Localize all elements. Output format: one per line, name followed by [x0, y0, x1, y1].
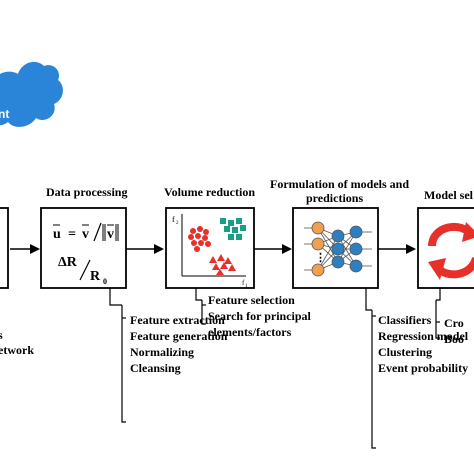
volume-reduction-bracket [201, 300, 206, 325]
data-processing-note-4: Cleansing [130, 361, 181, 375]
model-selection-title: Model sel [424, 188, 474, 202]
data-processing-box [40, 207, 127, 289]
data-processing-connector [109, 288, 122, 306]
volume-reduction-connector [195, 288, 202, 301]
formulation-note-1: Classifiers [378, 313, 432, 327]
teal-cluster [220, 218, 246, 240]
scatter-plot-icon: f 2 f 1 [172, 214, 248, 289]
model-selection-bracket [435, 300, 440, 339]
formulation-bracket [371, 310, 376, 449]
svg-text:f: f [172, 215, 175, 224]
svg-text:=: = [68, 227, 76, 242]
formulation-note-4: Event probability [378, 361, 468, 375]
left-stage-box [0, 207, 9, 289]
svg-text:ΔR: ΔR [58, 255, 78, 270]
formulation-title-line1: Formulation of models and [270, 177, 409, 191]
svg-text:R: R [90, 269, 101, 284]
formulation-title-line2: predictions [306, 191, 363, 205]
svg-text:u: u [53, 227, 61, 242]
model-selection-connector [436, 288, 441, 301]
formulation-note-3: Clustering [378, 345, 432, 359]
svg-text:2: 2 [176, 221, 179, 226]
svg-text:⋮: ⋮ [315, 252, 326, 264]
neural-network-icon: ⋮ [304, 221, 372, 277]
model-selection-note-1: Cro [444, 316, 464, 330]
model-selection-note-2: Boo [444, 332, 464, 346]
data-processing-note-1: Feature extraction [130, 313, 225, 327]
cloud-shape: nt [0, 61, 63, 127]
normalization-formula: u = v v ΔR R 0 [53, 222, 119, 286]
data-processing-note-3: Normalizing [130, 345, 194, 359]
data-processing-note-2: Feature generation [130, 329, 228, 343]
formulation-connector [365, 288, 372, 311]
svg-text:1: 1 [245, 284, 248, 289]
left-note-1: s [0, 328, 3, 342]
triangle-cluster [209, 254, 236, 275]
svg-text:0: 0 [103, 277, 107, 286]
volume-reduction-note-1: Feature selection [208, 293, 295, 307]
cloud-label: nt [0, 107, 9, 121]
refresh-cycle-icon [428, 222, 474, 280]
svg-text:v: v [107, 227, 114, 242]
formulation-note-2: Regression model [378, 329, 469, 343]
data-processing-bracket [121, 305, 126, 423]
volume-reduction-title: Volume reduction [164, 185, 255, 199]
red-cluster [188, 226, 211, 252]
data-processing-title: Data processing [46, 185, 127, 199]
volume-reduction-note-3: elements/factors [208, 325, 292, 339]
volume-reduction-note-2: Search for principal [208, 309, 312, 323]
svg-text:v: v [82, 227, 89, 242]
left-note-2: etwork [0, 343, 34, 357]
svg-text:f: f [242, 279, 245, 287]
